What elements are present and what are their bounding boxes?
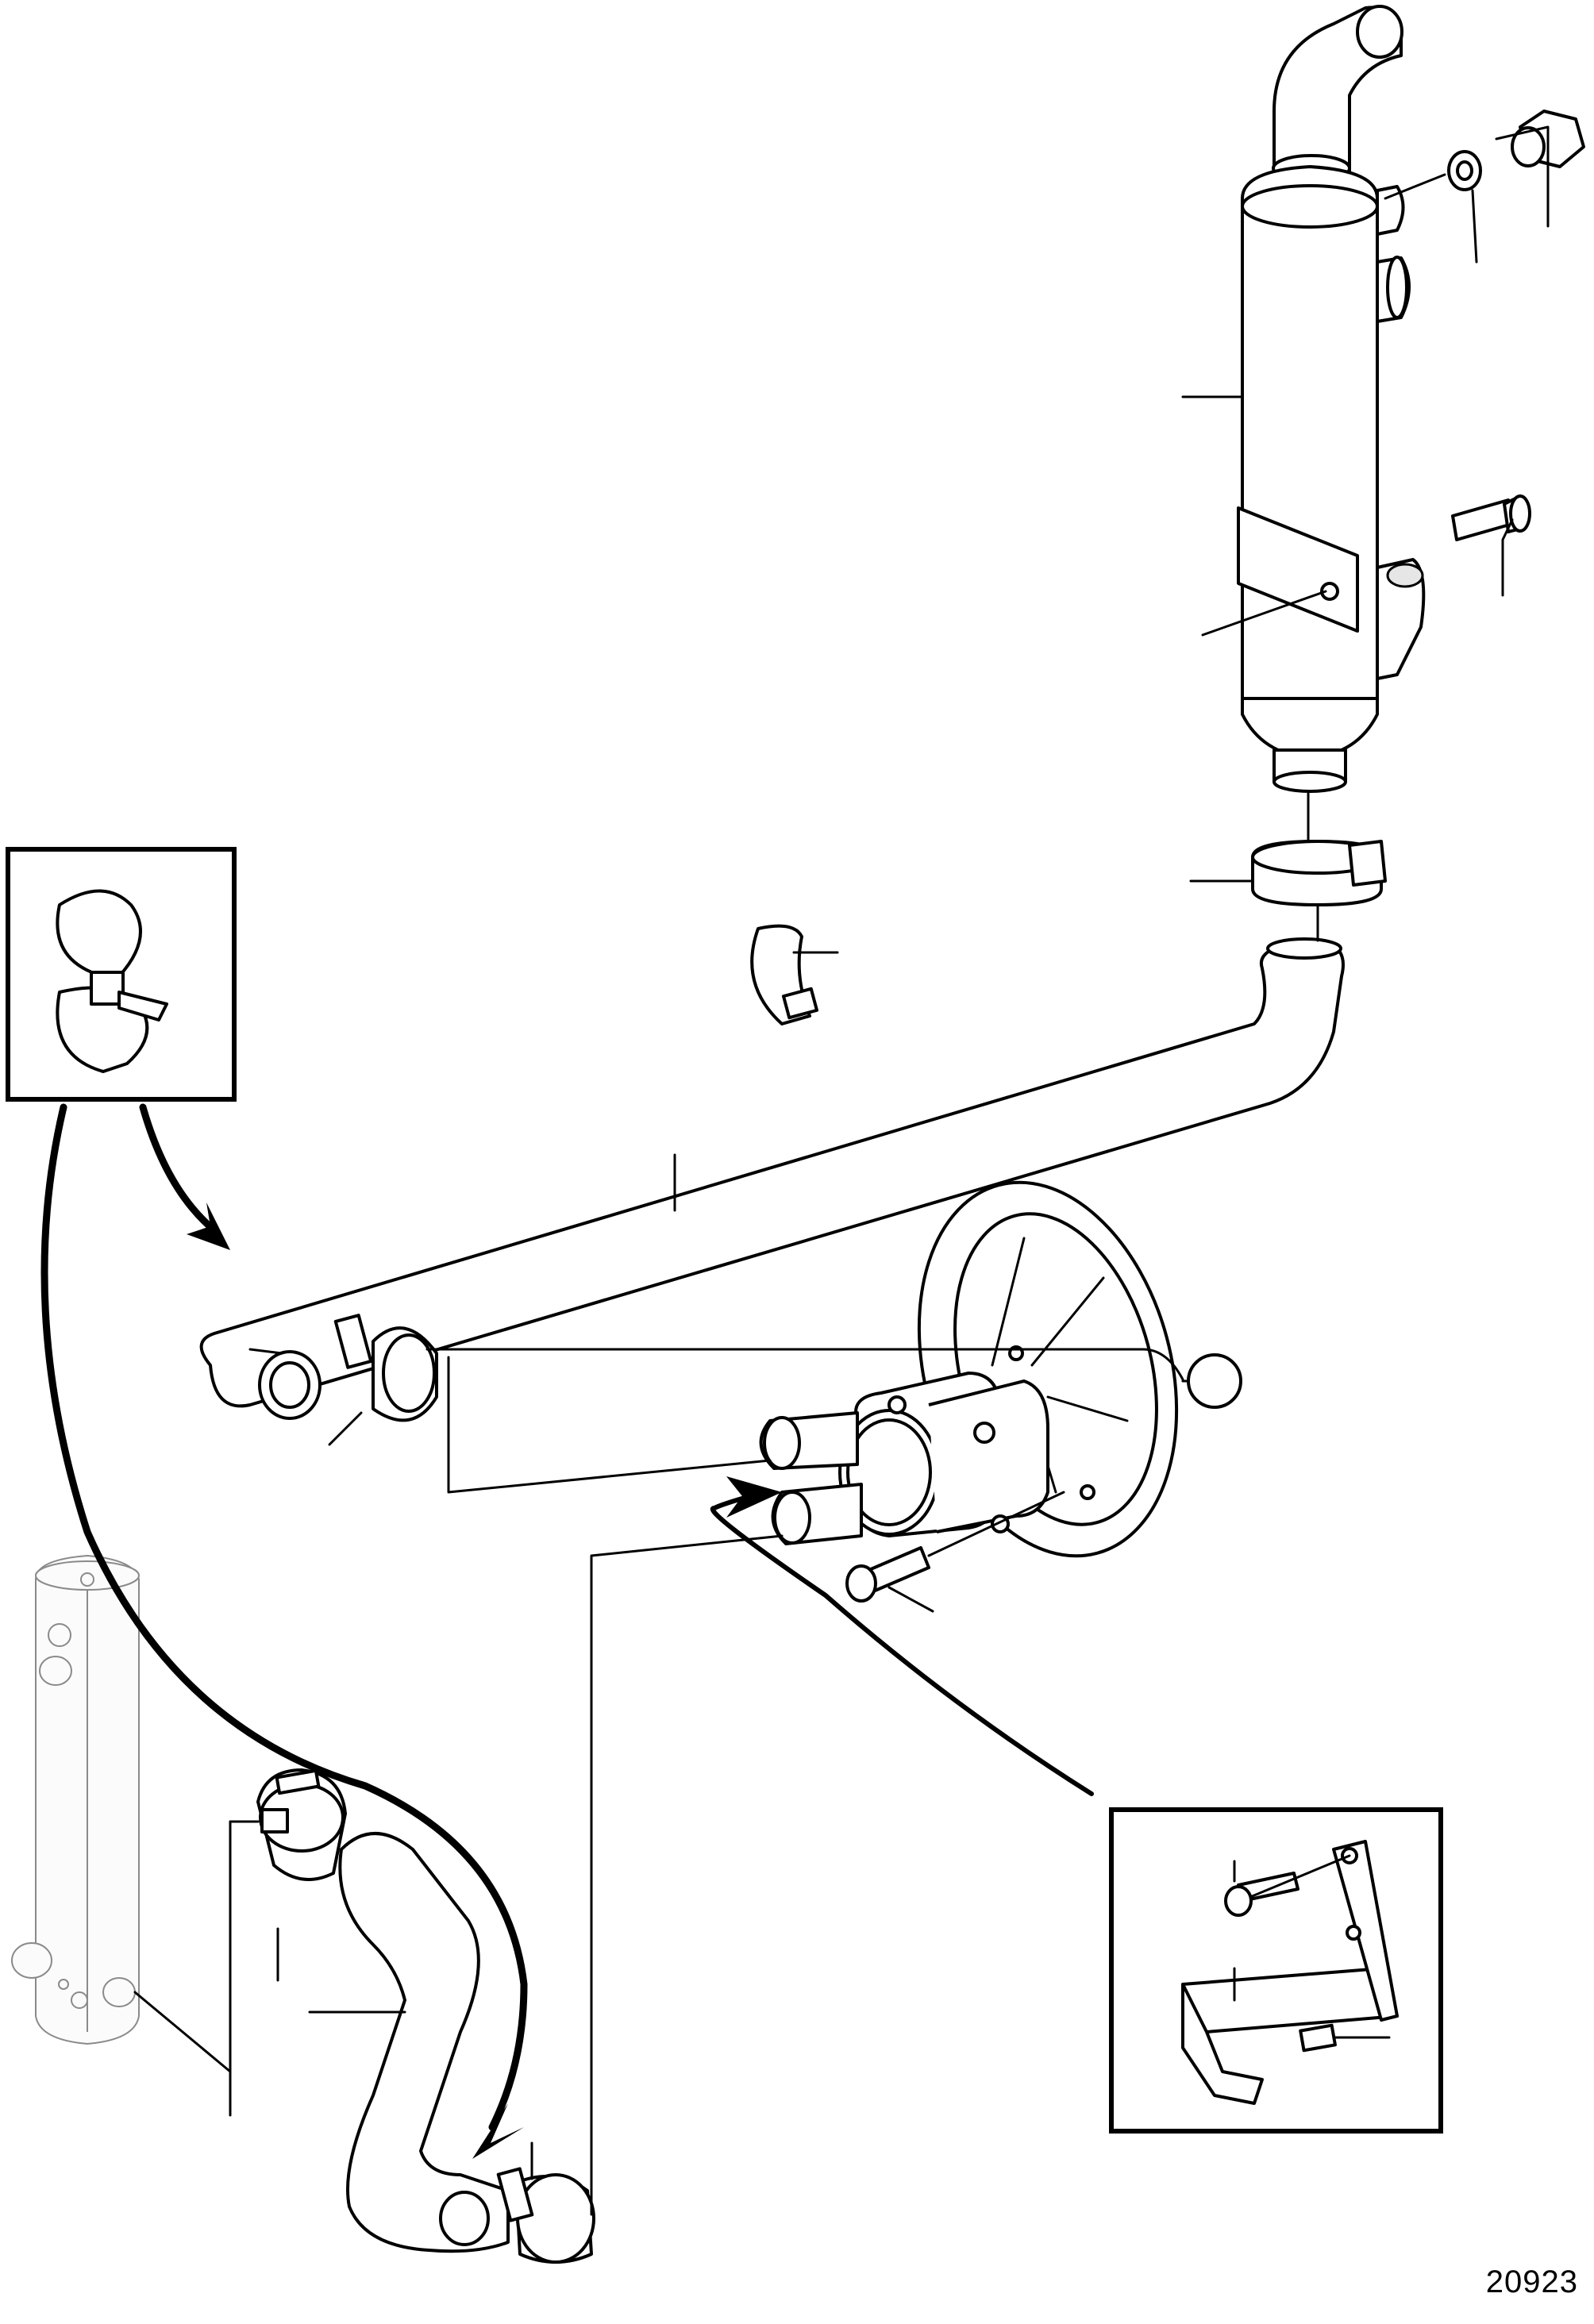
reference-tank xyxy=(11,1554,140,2045)
arrow-icon xyxy=(710,1476,1094,1796)
inset-box-strap xyxy=(6,847,237,1102)
strap-bolt xyxy=(1451,494,1531,541)
arrow-icon xyxy=(40,1103,528,2159)
hose-clamp-lower-top xyxy=(256,1768,347,1881)
plug xyxy=(1511,110,1585,168)
washer xyxy=(1447,150,1482,191)
figure-number: 20923 xyxy=(1485,2264,1578,2299)
p-clip xyxy=(750,924,819,1025)
heat-exchanger xyxy=(1237,5,1426,793)
arrow-icon xyxy=(139,1103,230,1250)
hose-clamp-upper xyxy=(1251,840,1387,906)
inset-box-bracket xyxy=(1109,1807,1443,2134)
callout-circle-icon xyxy=(1187,1353,1242,1409)
pump-bolt xyxy=(845,1491,1065,1603)
hose-clamp-left xyxy=(333,1314,438,1422)
upper-hose xyxy=(199,937,1345,1420)
lower-hose xyxy=(338,1832,510,2253)
sea-water-pump xyxy=(759,1180,1179,1558)
leader-lines xyxy=(133,125,1550,2216)
hose-clamp-lower-bottom xyxy=(496,2167,595,2264)
